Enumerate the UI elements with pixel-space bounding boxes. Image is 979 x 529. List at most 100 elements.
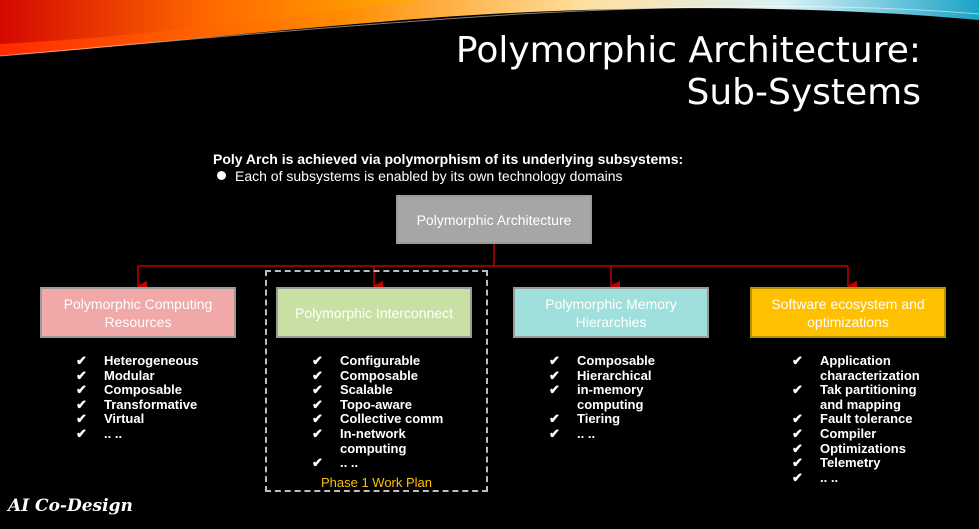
node-label: Polymorphic Memory Hierarchies	[545, 295, 677, 330]
list-item-text: Optimizations	[820, 440, 906, 456]
list-item-text: Transformative	[104, 396, 198, 412]
phase-1-highlight-frame	[265, 270, 488, 492]
ai-codesign-logo: AI Co-Design	[8, 496, 133, 516]
checkmark-icon: ✔	[312, 382, 323, 398]
list-item: ✔ In-network	[312, 425, 443, 442]
checkmark-spacer	[792, 369, 820, 384]
list-item-text: in-memory	[577, 382, 644, 398]
list-item: ✔ .. ..	[76, 425, 199, 442]
list-item-text: Application	[820, 353, 891, 368]
checkmark-icon: ✔	[792, 440, 803, 456]
list-item: ✔ Scalable	[312, 383, 443, 398]
node-label: Polymorphic Computing Resources	[63, 295, 213, 330]
list-item-text: Composable	[340, 367, 419, 383]
node-software-ecosystem: Software ecosystem and optimizations	[750, 287, 946, 338]
list-item: computing	[312, 441, 443, 457]
list-item: ✔Topo-aware	[312, 396, 443, 413]
list-item-text: Configurable	[340, 353, 421, 368]
list-item-text: characterization	[820, 367, 920, 383]
checkmark-icon: ✔	[792, 382, 803, 398]
list-item: ✔ Optimizations	[792, 440, 920, 457]
list-item: ✔Fault tolerance	[792, 412, 920, 427]
checkmark-icon: ✔	[792, 469, 803, 485]
list-item-text: Modular	[104, 367, 155, 383]
slide-title-line2: Sub-Systems	[686, 72, 921, 113]
checkmark-icon: ✔	[76, 353, 87, 368]
list-item-text: .. ..	[577, 425, 596, 441]
slide-title-line1: Polymorphic Architecture:	[455, 30, 921, 71]
list-item: and mapping	[792, 396, 920, 413]
list-item-text: .. ..	[820, 469, 839, 485]
checkmark-icon: ✔	[792, 353, 803, 368]
checkmark-icon: ✔	[312, 353, 323, 368]
checkmark-icon: ✔	[549, 382, 560, 398]
checkmark-icon: ✔	[76, 382, 87, 398]
checkmark-icon: ✔	[549, 425, 560, 441]
intro-bullet: Each of subsystems is enabled by its own…	[213, 168, 683, 184]
list-item: ✔ Transformative	[76, 396, 199, 413]
list-item: ✔ Composable	[549, 353, 656, 369]
list-item: ✔ Configurable	[312, 353, 443, 369]
checkmark-icon: ✔	[549, 353, 560, 368]
list-item-text: Hierarchical	[577, 367, 652, 383]
phase-1-label: Phase 1 Work Plan	[320, 475, 433, 490]
list-item: ✔.. ..	[312, 456, 443, 471]
decorative-swoosh	[0, 0, 979, 57]
list-item-text: Composable	[104, 382, 183, 398]
list-item: ✔ in-memory	[549, 383, 655, 398]
checkmark-icon: ✔	[76, 396, 87, 412]
node-computing-resources: Polymorphic Computing Resources	[40, 287, 236, 338]
bullet-dot-icon	[217, 171, 226, 180]
list-item: ✔ Collective comm	[312, 412, 443, 427]
checkmark-icon: ✔	[549, 411, 560, 427]
list-item-text: Heterogeneous	[104, 353, 199, 368]
list-item: ✔ Composable	[76, 383, 199, 398]
checkmark-icon: ✔	[792, 455, 803, 471]
list-item-text: Tiering	[577, 411, 621, 427]
checkmark-icon: ✔	[312, 367, 323, 383]
node-memory-hierarchies: Polymorphic Memory Hierarchies	[513, 287, 709, 338]
root-node-label: Polymorphic Architecture	[416, 211, 572, 228]
list-item: ✔ Composable	[312, 367, 443, 384]
list-computing-resources: ✔ Heterogeneous ✔ Modular ✔ Composable ✔ Transf…	[76, 353, 199, 442]
list-item: ✔ Modular	[76, 367, 199, 384]
checkmark-icon: ✔	[312, 425, 323, 441]
intro-bullet-text: Each of subsystems is enabled by its own…	[235, 168, 623, 184]
list-item-text: Composable	[577, 353, 656, 368]
list-item: ✔ Heterogeneous	[76, 353, 199, 369]
slide-title: Polymorphic Architecture: Sub-Systems	[456, 30, 921, 114]
list-item: ✔Compiler	[792, 425, 920, 442]
list-item-text: Collective comm	[340, 411, 444, 427]
list-item: ✔ .. ..	[792, 469, 920, 486]
list-item-text: Virtual	[104, 411, 145, 427]
list-item: ✔ Virtual	[76, 412, 199, 427]
checkmark-icon: ✔	[549, 367, 560, 383]
list-item-text: In-network	[340, 425, 406, 441]
checkmark-icon: ✔	[76, 425, 87, 441]
node-label: Polymorphic Interconnect	[295, 304, 453, 321]
list-item-text: computing	[577, 396, 644, 412]
root-node-polymorphic-architecture: Polymorphic Architecture	[396, 195, 592, 244]
list-item-text: Fault tolerance	[820, 411, 913, 427]
list-interconnect: ✔Configurable✔Composable✔Scalable✔Topo-a…	[312, 353, 443, 471]
list-item-text: .. ..	[104, 425, 123, 441]
list-item: ✔ Application	[792, 353, 920, 369]
checkmark-icon: ✔	[312, 411, 323, 427]
list-item: ✔ Hierarchical	[549, 367, 655, 384]
list-item: characterization	[792, 367, 920, 384]
list-item-text: Telemetry	[820, 455, 881, 471]
checkmark-spacer	[549, 398, 577, 413]
checkmark-icon: ✔	[792, 425, 803, 441]
list-item: ✔ Tiering	[549, 412, 655, 427]
list-item-text: Topo-aware	[340, 396, 412, 412]
checkmark-icon: ✔	[76, 367, 87, 383]
list-item-text: Scalable	[340, 382, 393, 398]
intro-text: Poly Arch is achieved via polymorphism o…	[213, 151, 683, 184]
intro-statement: Poly Arch is achieved via polymorphism o…	[213, 151, 684, 167]
list-item-text: and mapping	[820, 396, 901, 412]
list-item: ✔ Telemetry	[792, 456, 920, 471]
checkmark-icon: ✔	[76, 411, 87, 427]
